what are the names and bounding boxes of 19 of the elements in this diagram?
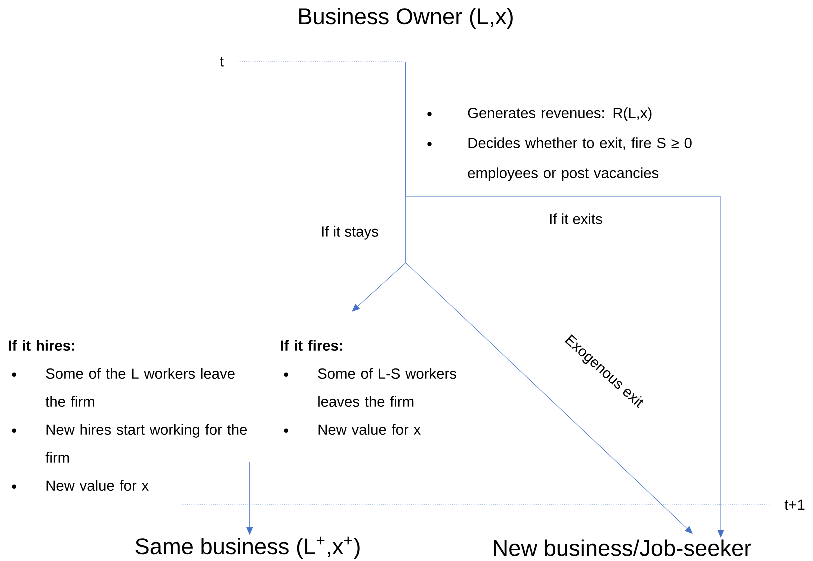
bullet-list: If it hires: Some of the L workers leave the firm New hires start working for the firm New value for x xyxy=(9,340,248,492)
result-text: New business/Job-seeker xyxy=(494,540,752,556)
node-label: Decides whether to exit, fire S ≥ 0 employees or post vacancies xyxy=(468,138,692,182)
node-label: If it fires: xyxy=(281,340,342,352)
node-label: Some of L-S workers leaves the firm xyxy=(318,368,456,408)
node-label: Generates revenues: R(L,x) xyxy=(468,108,652,122)
time-label: t xyxy=(220,57,224,67)
bullet-list: Generates revenues: R(L,x) Decides whether to exit, fire S ≥ 0 employees or post vacancies xyxy=(428,108,692,182)
node-label: New value for x xyxy=(46,480,149,492)
edge-label: If it stays xyxy=(322,226,378,240)
node-label: Some of the L workers leave the firm xyxy=(46,368,235,408)
edge-label: If it exits xyxy=(550,214,602,224)
node-label: New value for x xyxy=(318,424,421,436)
node-label: New hires start working for the firm xyxy=(46,424,248,463)
bullet-list: If it fires: Some of L-S workers leaves the firm New value for x xyxy=(281,340,456,436)
node-label: If it hires: xyxy=(9,340,74,352)
time-label: t+1 xyxy=(784,500,805,510)
title-text: Business Owner (L,x) xyxy=(300,8,513,30)
result-text: Same business (L$^{+}$,x$^{+}$) xyxy=(136,536,360,560)
